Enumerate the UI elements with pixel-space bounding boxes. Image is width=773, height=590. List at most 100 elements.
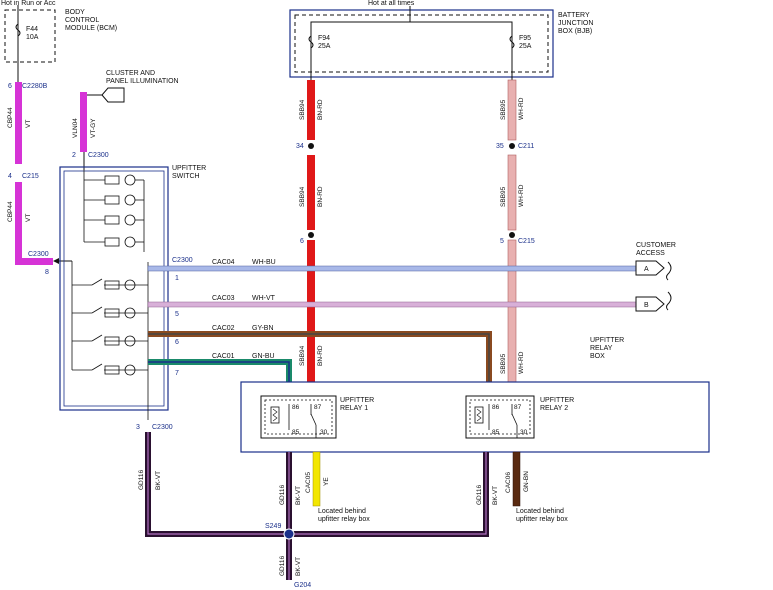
c211-pin-right: 35 — [496, 143, 504, 150]
wire-cbp44-lower — [15, 182, 22, 264]
bjb-hot-label: Hot at all times — [368, 0, 415, 7]
wire-cbp44-a-label: CBP44 — [7, 107, 14, 128]
c2300-right-pin7: 7 — [175, 370, 179, 377]
c2300-left-label: C2300 — [28, 251, 49, 258]
relay2-pin-86: 86 — [492, 404, 500, 411]
wire-cac03 — [147, 301, 637, 308]
customer-access-conn-a — [635, 260, 665, 276]
relay1-pin-87: 87 — [314, 404, 322, 411]
c215-left-label: C215 — [22, 173, 39, 180]
wire-bn-rd-a-label: BN-RD — [317, 99, 324, 120]
cluster-label-1: CLUSTER AND — [106, 70, 155, 77]
wire-cac06-label: CAC06 — [505, 472, 512, 493]
c2300-top-pin: 2 — [72, 152, 76, 159]
wire-vln04-label: VLN04 — [72, 118, 79, 138]
wire-bk-vt-d-label: BK-VT — [295, 557, 302, 576]
customer-access-conn-b — [635, 296, 665, 312]
wire-cac04-label: CAC04 — [212, 259, 235, 266]
wire-sbb94-seg3 — [307, 240, 315, 382]
c211-label: C211 — [518, 143, 534, 150]
upfitter-switch-contacts — [71, 261, 149, 420]
c215-left-pin: 4 — [8, 173, 12, 180]
c215-mid-pin-left: 6 — [300, 238, 304, 245]
bjb-outline — [289, 9, 554, 78]
note-2a: Located behind — [516, 508, 564, 515]
relay1-pin-30: 30 — [320, 429, 328, 436]
relay1-label-1: UPFITTER — [340, 397, 374, 404]
wire-cac05 — [312, 451, 321, 507]
fuse-f95-name: F95 — [519, 35, 531, 42]
splice-label: S249 — [265, 523, 281, 530]
wire-cbp44-b-label: CBP44 — [7, 201, 14, 222]
c2300-top-label: C2300 — [88, 152, 109, 159]
customer-access-label-1: CUSTOMER — [636, 242, 676, 249]
bcm-label-3: MODULE (BCM) — [65, 25, 117, 32]
wire-gy-bn-label: GY-BN — [252, 325, 274, 332]
wire-cac04 — [147, 265, 637, 272]
wire-sbb95-seg3 — [507, 239, 517, 383]
wire-wh-vt-label: WH-VT — [252, 295, 276, 302]
upfitter-switch-label-1: UPFITTER — [172, 165, 206, 172]
note-1a: Located behind — [318, 508, 366, 515]
fuse-f94-rating: 25A — [318, 43, 331, 50]
bcm-label-2: CONTROL — [65, 17, 99, 24]
wire-gd116-a-label: GD116 — [138, 470, 145, 490]
wire-wh-rd-b-label: WH-RD — [518, 184, 525, 207]
c2280b-label: C2280B — [22, 83, 48, 90]
c2300-bottom-pin: 3 — [136, 424, 140, 431]
wire-cbp44-upper — [15, 82, 22, 164]
wire-sbb94-a-label: SBB94 — [299, 99, 306, 120]
fuse-f44-symbol — [15, 23, 21, 37]
wire-wh-bu-label: WH-BU — [252, 259, 276, 266]
bjb-bus — [310, 21, 513, 80]
customer-access-a-label: A — [644, 266, 649, 273]
wire-sbb95-b-label: SBB95 — [500, 186, 507, 207]
upfitter-switch-outline — [59, 166, 169, 411]
wire-sbb94-seg2 — [307, 155, 315, 230]
wire-sbb95-c-label: SBB95 — [500, 353, 507, 374]
bcm-label-1: BODY — [65, 9, 85, 16]
relay1-pin-85: 85 — [292, 429, 300, 436]
wire-vt-a-label: VT — [25, 120, 32, 128]
wire-sbb94-seg1 — [307, 80, 315, 140]
c2300-left-arrow — [53, 258, 59, 264]
relay1-pin-86: 86 — [292, 404, 300, 411]
fuse-f44-name: F44 — [26, 26, 38, 33]
wire-sbb95-seg1 — [507, 79, 517, 141]
c2300-bottom-label: C2300 — [152, 424, 173, 431]
c2280b-pin: 6 — [8, 83, 12, 90]
bjb-label-3: BOX (BJB) — [558, 28, 592, 35]
wire-bn-rd-c-label: BN-RD — [317, 345, 324, 366]
upfitter-relay-1: 86 87 85 30 — [260, 395, 337, 439]
wire-sbb95-a-label: SBB95 — [500, 99, 507, 120]
relay2-pin-30: 30 — [520, 429, 528, 436]
c2300-right-label: C2300 — [172, 257, 193, 264]
fuse-f94-symbol — [308, 35, 314, 49]
wire-ye-label: YE — [323, 477, 330, 486]
wire-cbp44-horizontal — [15, 258, 53, 265]
wire-bk-vt-b-label: BK-VT — [295, 486, 302, 505]
bjb-label-1: BATTERY — [558, 12, 590, 19]
wire-wh-rd-c-label: WH-RD — [518, 351, 525, 374]
wire-gd116-d-label: GD116 — [279, 556, 286, 576]
upfitter-relay-2: 86 87 85 30 — [465, 395, 535, 439]
relay1-label-2: RELAY 1 — [340, 405, 368, 412]
splice-s249 — [283, 528, 295, 540]
c2300-left-pin: 8 — [45, 269, 49, 276]
fuse-f95-rating: 25A — [519, 43, 532, 50]
fuse-f95-symbol — [509, 35, 515, 49]
c2300-right-pin6: 6 — [175, 339, 179, 346]
note-1b: upfitter relay box — [318, 516, 370, 523]
wire-vt-b-label: VT — [25, 214, 32, 222]
wire-gn-bn-label: GN-BN — [523, 471, 530, 492]
relay-box-label-2: RELAY — [590, 345, 613, 352]
wire-cac01-label: CAC01 — [212, 353, 235, 360]
upfitter-switch-label-2: SWITCH — [172, 173, 200, 180]
wire-cac06 — [512, 451, 521, 507]
wire-cac02-label: CAC02 — [212, 325, 235, 332]
fuse-f44-rating: 10A — [26, 34, 39, 41]
ground-label: G204 — [294, 582, 311, 589]
c2300-right-pin1: 1 — [175, 275, 179, 282]
relay2-pin-85: 85 — [492, 429, 500, 436]
